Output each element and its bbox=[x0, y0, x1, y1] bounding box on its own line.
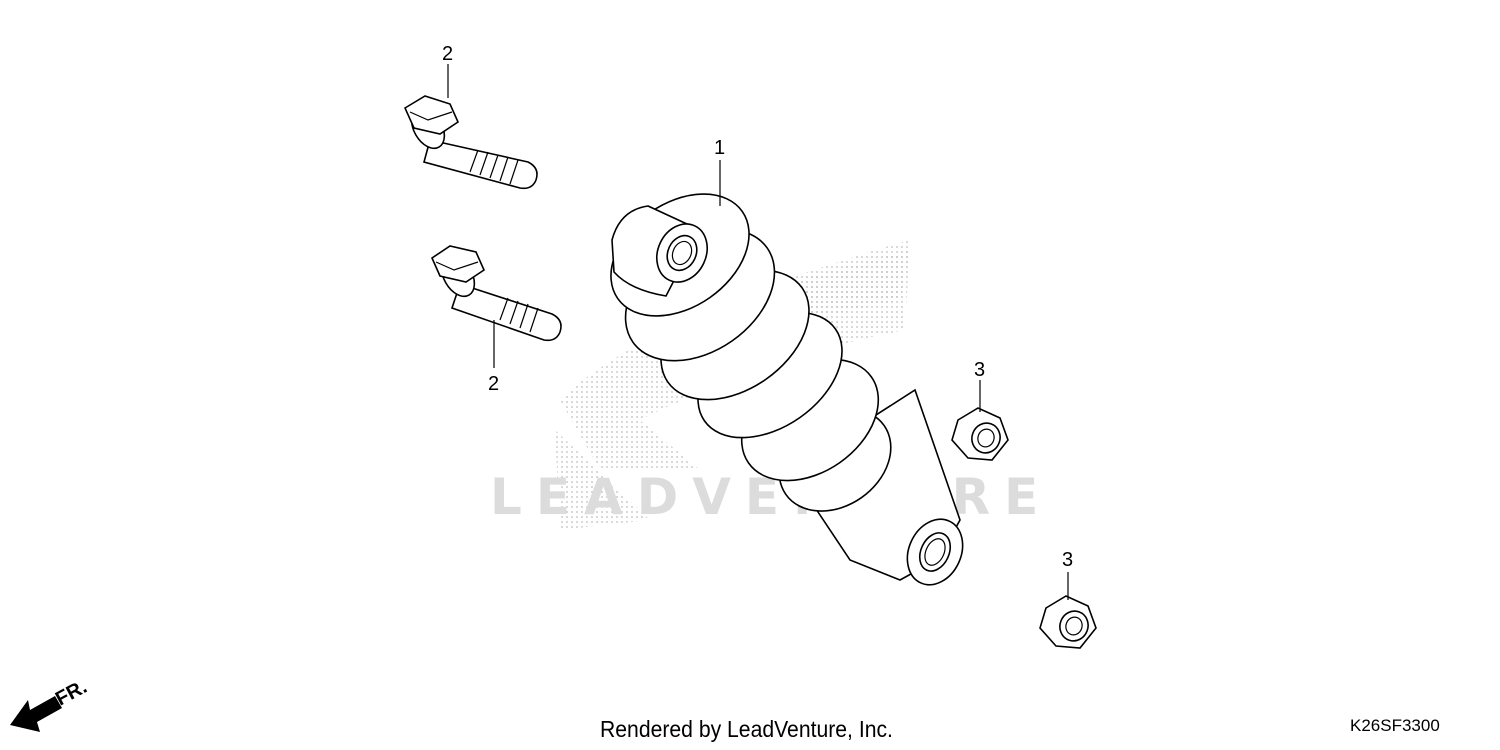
callout-2-lower: 2 bbox=[488, 373, 499, 395]
nut-upper bbox=[951, 407, 1009, 461]
bolt-lower bbox=[430, 245, 562, 342]
leader-lines bbox=[447, 64, 1069, 600]
callout-3-lower: 3 bbox=[1062, 549, 1073, 571]
nut-lower bbox=[1039, 595, 1097, 649]
callout-3-upper: 3 bbox=[974, 359, 985, 381]
shock-absorber bbox=[610, 193, 964, 586]
footer-credit: Rendered by LeadVenture, Inc. bbox=[600, 716, 893, 742]
diagram-code: K26SF3300 bbox=[1350, 716, 1440, 735]
front-direction-arrow-icon bbox=[10, 696, 62, 732]
bolt-upper bbox=[403, 95, 538, 190]
callout-2-upper: 2 bbox=[442, 43, 453, 65]
callout-1: 1 bbox=[714, 137, 725, 159]
